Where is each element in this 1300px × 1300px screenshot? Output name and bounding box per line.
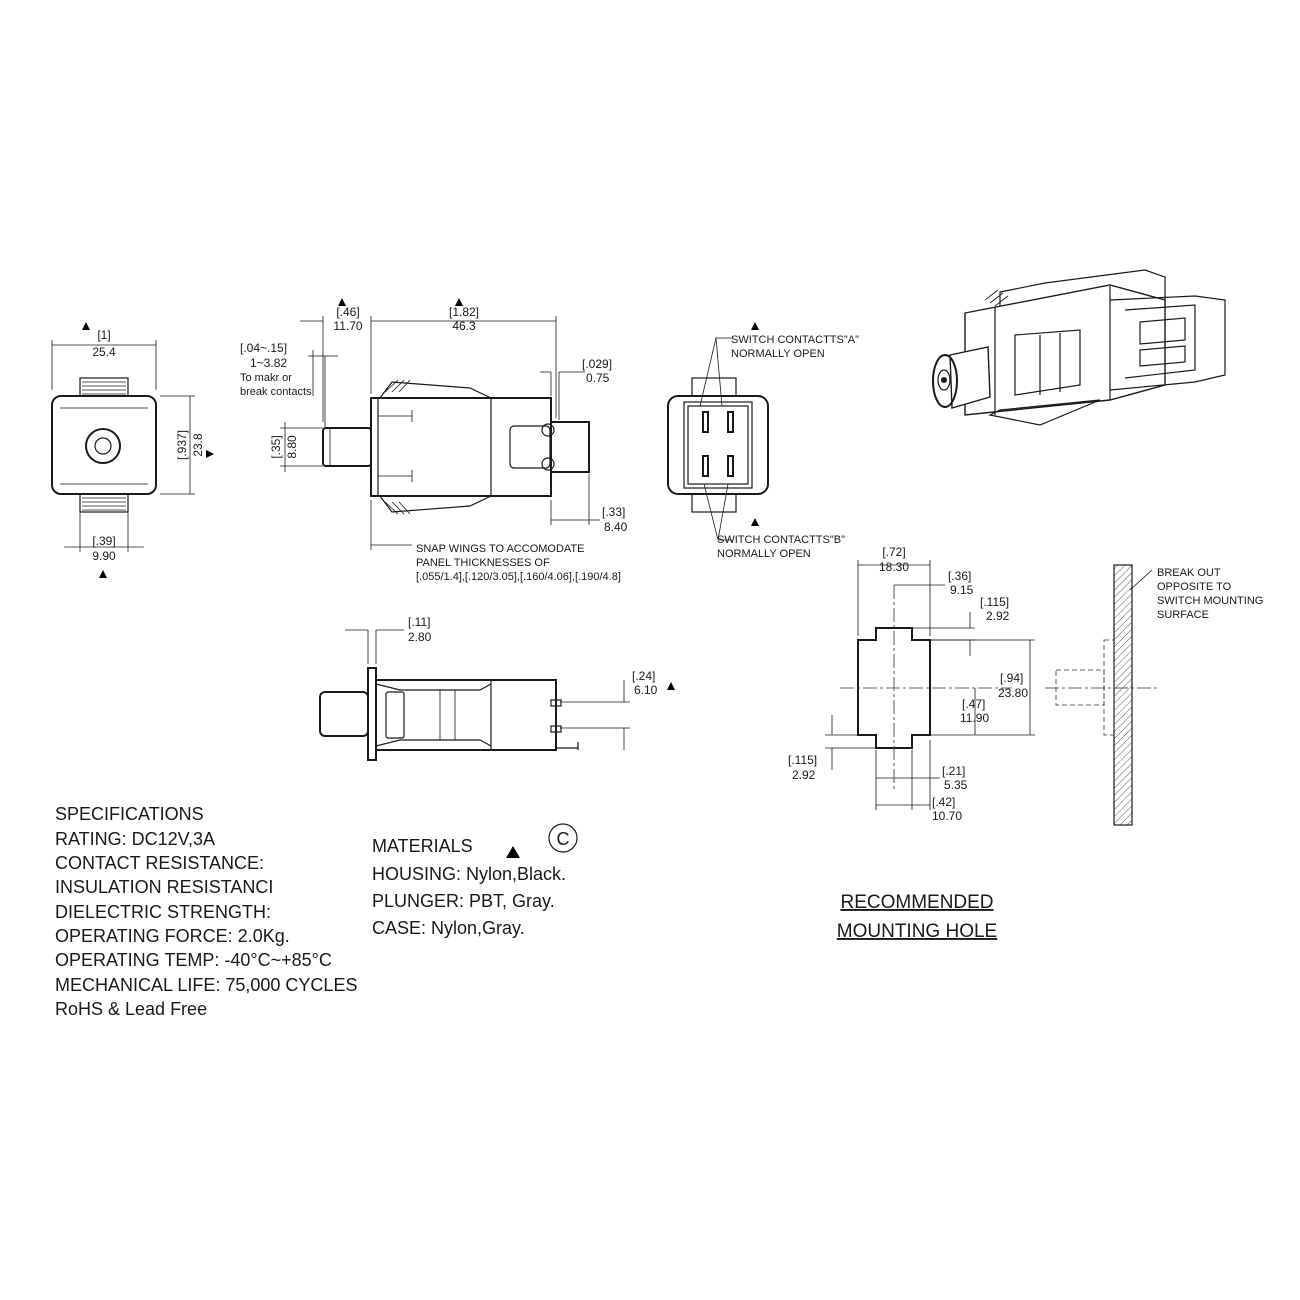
side-head-in: [.46] [336,305,359,319]
mount-half-w-mm: 9.15 [950,583,974,597]
spec-line: RATING: DC12V,3A [55,829,215,849]
contact-a-1: SWITCH CONTACTTS"A" [731,334,859,346]
front-width-in: [1] [97,328,110,342]
side-travel-note-2: break contacts [240,386,312,398]
copyright-letter: C [557,829,570,849]
front-tab-in: [.39] [92,534,115,548]
break-note-2: OPPOSITE TO [1157,581,1232,593]
spec-heading: SPECIFICATIONS [55,804,204,824]
materials-block: MATERIALS C HOUSING: Nylon,Black. PLUNGE… [372,823,578,938]
mount-w-mm: 18.30 [879,560,909,574]
top-flange-in: [.11] [408,615,430,629]
isometric-view [932,269,1226,426]
side-plunger-in: [.35] [269,435,283,458]
side-term-mm: 0.75 [586,371,610,385]
side-term-in: [.029] [582,357,612,371]
side-terminal [550,421,590,473]
mount-slot-in: [.42] [932,795,955,809]
mount-half-h-in: [.47] [962,697,985,711]
plunger-face [85,428,121,464]
break-note-3: SWITCH MOUNTING [1157,595,1263,607]
side-length-in: [1.82] [449,305,479,319]
specifications-block: SPECIFICATIONS RATING: DC12V,3A CONTACT … [55,804,357,1019]
spec-line: MECHANICAL LIFE: 75,000 CYCLES [55,975,357,995]
mount-title-1: RECOMMENDED [840,892,993,913]
top-pin-in: [.24] [632,669,655,683]
mount-notch-in: [.115] [980,595,1009,609]
front-tab-mm: 9.90 [92,549,116,563]
mount-half-w-in: [.36] [948,569,971,583]
side-travel-mm: 1~3.82 [250,356,287,370]
contact-b-2: NORMALLY OPEN [717,548,811,560]
material-line: CASE: Nylon,Gray. [372,918,525,938]
contact-b-1: SWITCH CONTACTTS"B" [717,534,845,546]
top-pin-mm: 6.10 [634,683,658,697]
side-housing [370,397,552,497]
snap-note-2: PANEL THICKNESSES OF [416,557,550,569]
mount-half-h-mm: 11.90 [960,711,989,725]
side-travel-note-1: To makr or [240,372,292,384]
break-note-4: SURFACE [1157,609,1209,621]
side-travel-in: [.04~.15] [240,341,287,355]
mount-slot-mm: 10.70 [932,809,962,823]
side-head-mm: 11.70 [333,319,362,333]
iso-plunger-face [932,354,958,408]
side-plunger-mm: 8.80 [285,435,299,459]
spec-line: DIELECTRIC STRENGTH: [55,902,271,922]
side-view: [.46] 11.70 [1.82] 46.3 [.04~.15] 1~3.82… [240,298,628,583]
rear-body [667,395,769,495]
front-height-mm: 23.8 [191,433,205,457]
front-view: [1] 25.4 [.937] 23.8 [.39] 9.90 [51,322,214,578]
front-height-in: [.937] [175,430,189,460]
panel-section [1113,564,1133,826]
mount-w-in: [.72] [882,545,905,559]
snap-note-3: [.055/1.4],[.120/3.05],[.160/4.06],[.190… [416,571,621,583]
contact-a-2: NORMALLY OPEN [731,348,825,360]
top-flange-mm: 2.80 [408,630,432,644]
mount-h-mm: 23.80 [998,686,1028,700]
snap-note-1: SNAP WINGS TO ACCOMODATE [416,543,585,555]
spec-line: RoHS & Lead Free [55,999,207,1019]
top-plunger [319,691,369,737]
mounting-hole-view: [.72] 18.30 [.36] 9.15 [.115] 2.92 [.94]… [788,545,1035,942]
mount-notch-w-mm: 5.35 [944,778,968,792]
spec-line: OPERATING FORCE: 2.0Kg. [55,926,290,946]
spec-line: OPERATING TEMP: -40°C~+85°C [55,950,332,970]
front-width-mm: 25.4 [92,345,116,359]
material-line: PLUNGER: PBT, Gray. [372,891,555,911]
mount-notch2-mm: 2.92 [792,768,816,782]
top-housing [375,679,557,751]
side-term-len-mm: 8.40 [604,520,628,534]
material-line: HOUSING: Nylon,Black. [372,864,566,884]
side-length-mm: 46.3 [452,319,476,333]
front-tab-bottom [79,493,129,513]
copyright-icon [548,823,578,853]
plunger-hole [94,437,112,455]
materials-heading: MATERIALS [372,836,473,856]
mount-notch-mm: 2.92 [986,609,1010,623]
break-note-1: BREAK OUT [1157,567,1221,579]
spec-line: CONTACT RESISTANCE: [55,853,264,873]
mount-title-2: MOUNTING HOLE [837,921,997,942]
front-body [51,395,157,495]
panel-section-view: BREAK OUT OPPOSITE TO SWITCH MOUNTING SU… [1045,564,1263,826]
side-term-len-in: [.33] [602,505,625,519]
mount-h-in: [.94] [1000,671,1023,685]
front-tab-top [79,377,129,397]
top-view: [.11] 2.80 [.24] 6.10 [319,615,675,761]
spec-line: INSULATION RESISTANCI [55,877,273,897]
mount-notch2-in: [.115] [788,753,817,767]
rear-view: SWITCH CONTACTTS"A" NORMALLY OPEN SWITCH… [667,322,859,560]
mount-notch-w-in: [.21] [942,764,965,778]
